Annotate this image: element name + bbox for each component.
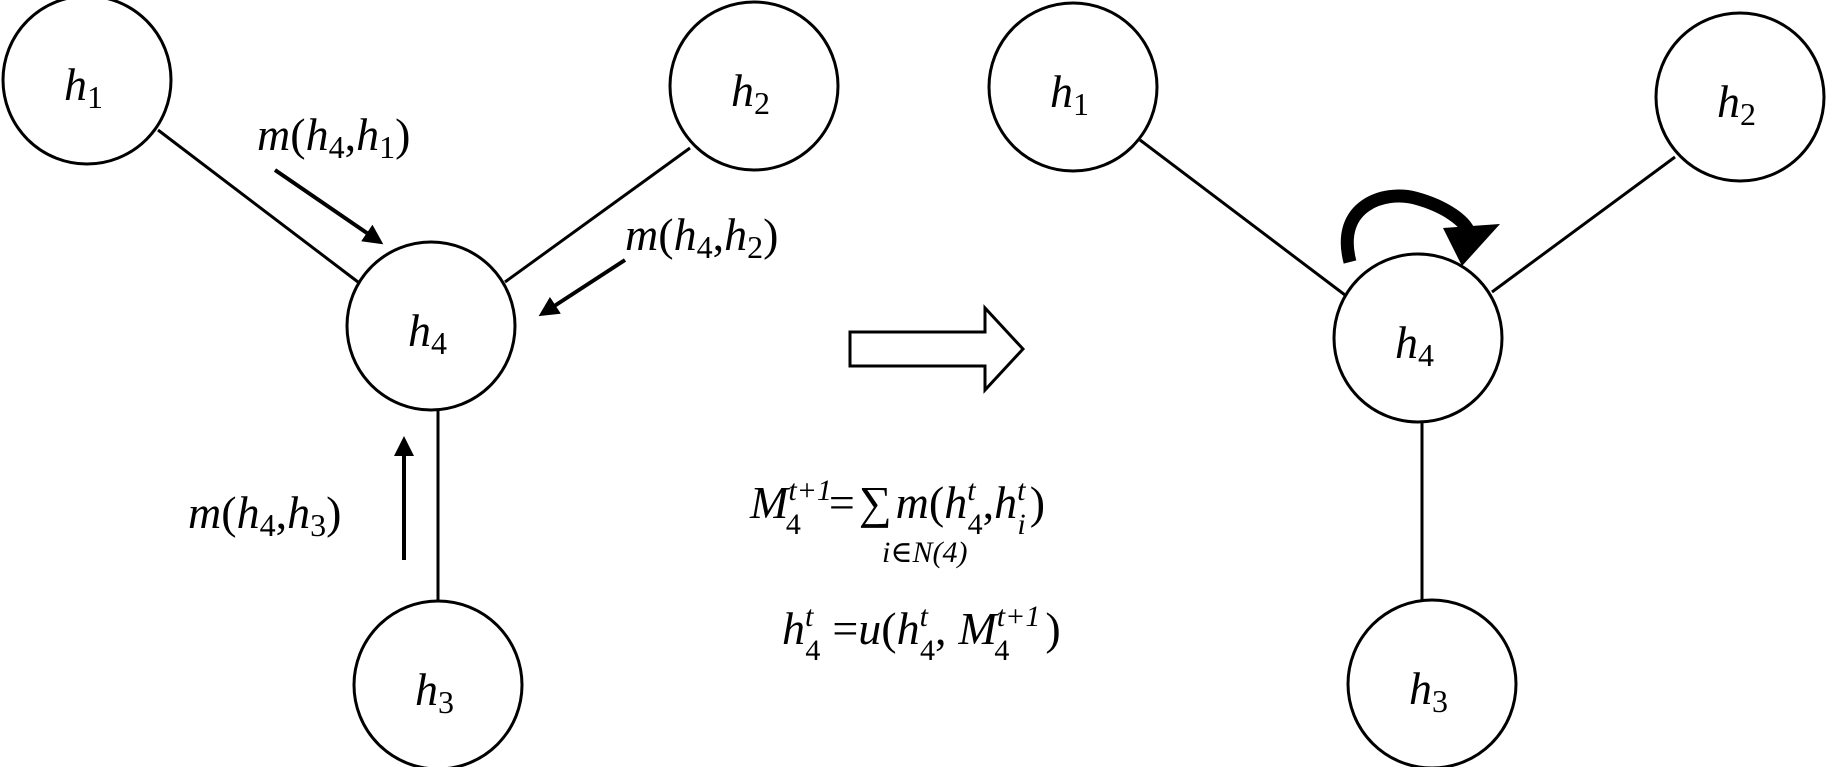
right-graph: h1 h2 h3 h4 — [987, 1, 1826, 767]
svg-text:h2: h2 — [1717, 76, 1756, 132]
curved-arrow-icon — [1341, 189, 1500, 266]
right-node-h4: h4 — [1332, 252, 1504, 424]
left-edge-h1-h4 — [157, 128, 359, 284]
right-node-h2: h2 — [1654, 11, 1826, 183]
message-label-h4-h1: m(h4,h1) — [257, 109, 410, 165]
right-edge-h2-h4 — [1491, 155, 1676, 294]
svg-text:h4: h4 — [408, 305, 447, 361]
svg-text:h4: h4 — [1395, 317, 1434, 373]
svg-text:h2: h2 — [731, 65, 770, 121]
left-node-h3: h3 — [352, 599, 524, 767]
right-node-h1: h1 — [987, 1, 1159, 173]
hollow-right-arrow-icon — [848, 304, 1026, 394]
left-node-h2: h2 — [668, 0, 840, 172]
left-edge-h2-h4 — [504, 146, 691, 284]
message-label-h4-h2: m(h4,h2) — [625, 209, 778, 265]
right-edge-h1-h4 — [1139, 138, 1346, 297]
left-node-h4: h4 — [345, 240, 517, 412]
message-arrow-h2-icon — [538, 258, 627, 317]
message-arrow-h1-icon — [273, 168, 384, 245]
svg-text:h3: h3 — [1409, 663, 1448, 719]
left-node-h1: h1 — [1, 0, 173, 166]
sum-index-label: i∈N(4) — [882, 536, 968, 569]
svg-text:h3: h3 — [415, 664, 454, 720]
svg-text:h1: h1 — [64, 59, 103, 115]
left-graph: h1 h2 h3 h4 m(h4,h1) — [1, 0, 840, 767]
message-label-h4-h3: m(h4,h3) — [188, 487, 341, 543]
right-node-h3: h3 — [1346, 598, 1518, 767]
svg-text:h1: h1 — [1050, 66, 1089, 122]
